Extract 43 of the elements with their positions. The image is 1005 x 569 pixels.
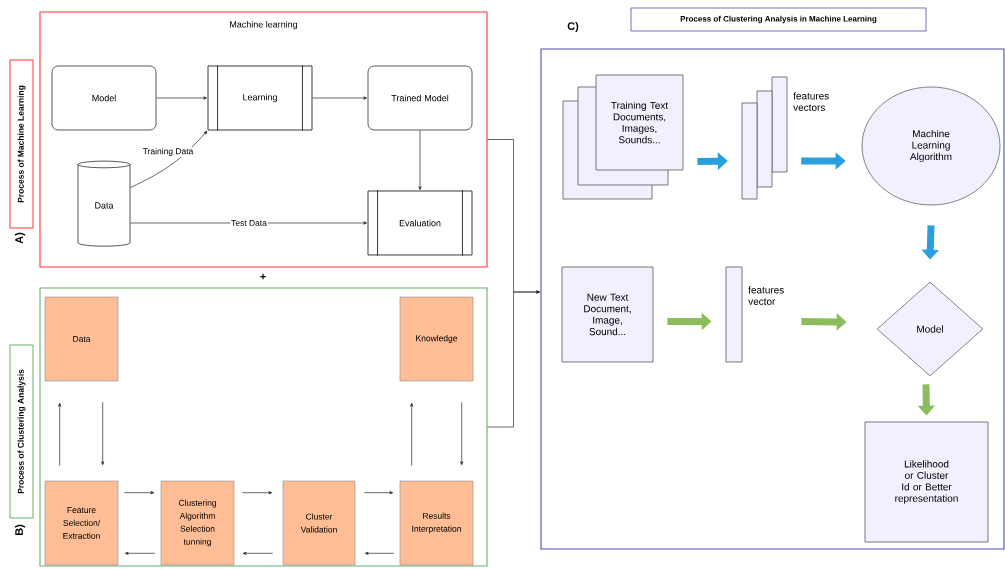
arrow bbox=[460, 401, 464, 466]
panel-letter: C) bbox=[567, 21, 579, 33]
database-cylinder: Data bbox=[77, 160, 131, 247]
panel-letter: A) bbox=[14, 232, 26, 244]
arrow bbox=[156, 96, 207, 100]
arrow bbox=[130, 130, 208, 188]
arrow bbox=[123, 491, 155, 495]
edge-label: Test Data bbox=[230, 219, 268, 227]
arrow bbox=[410, 402, 414, 467]
vector-label: features vector bbox=[748, 286, 784, 305]
process-box: Clustering Algorithm Selection tunning bbox=[160, 480, 235, 566]
arrow bbox=[241, 491, 273, 495]
rounded-box: Model bbox=[51, 65, 157, 131]
arrow bbox=[363, 491, 394, 495]
arrow bbox=[242, 551, 274, 555]
vector-label: features vectors bbox=[793, 92, 829, 111]
arrow bbox=[58, 402, 62, 467]
arrow bbox=[487, 290, 540, 428]
panel-frame bbox=[540, 48, 1005, 550]
vector-stack bbox=[741, 76, 788, 200]
arrow bbox=[364, 551, 395, 555]
process-box: Likelihood or Cluster Id or Better representation bbox=[864, 421, 989, 543]
process-box: Knowledge bbox=[399, 296, 474, 382]
edge-label: Training Data bbox=[141, 147, 195, 157]
arrow bbox=[124, 551, 156, 555]
process-box: Learning bbox=[207, 65, 313, 131]
panel-letter: + bbox=[260, 273, 266, 280]
process-box: Evaluation bbox=[367, 190, 473, 256]
process-box: Cluster Validation bbox=[282, 480, 356, 566]
rounded-box: Trained Model bbox=[367, 65, 473, 131]
process-box: New Text Document, Image, Sound... bbox=[561, 266, 654, 363]
process-box: Results Interpretation bbox=[399, 480, 474, 566]
document-stack: Training Text Documents, Images, Sounds... bbox=[562, 74, 684, 200]
process-box: Data bbox=[44, 296, 119, 382]
vector-bar bbox=[725, 266, 743, 363]
arrow bbox=[101, 401, 105, 466]
arrow bbox=[312, 96, 368, 100]
process-box: Feature Selection/ Extraction bbox=[44, 480, 119, 566]
panel-tag: Process of Clustering Analysis bbox=[9, 344, 34, 519]
panel-letter: B) bbox=[14, 524, 26, 536]
panel-tag: Process of Machine Learning bbox=[9, 59, 34, 229]
panel-frame bbox=[39, 287, 488, 567]
arrow bbox=[418, 130, 422, 190]
